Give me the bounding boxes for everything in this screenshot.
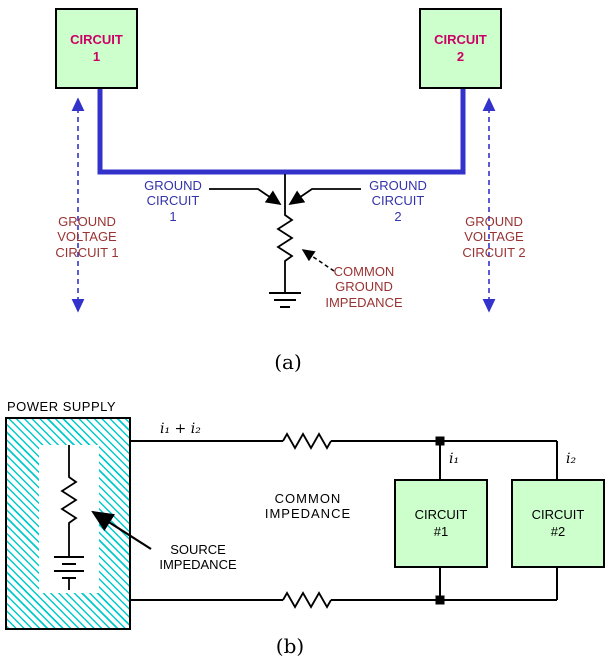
current-1-label: i₁ bbox=[449, 451, 460, 467]
junction-node-top-icon bbox=[435, 436, 445, 446]
supply-wire-bottom bbox=[131, 568, 558, 609]
source-impedance-pointer-arrow-icon bbox=[91, 510, 152, 550]
current-2-label: i₂ bbox=[566, 451, 577, 467]
ground-voltage-circuit-1-label: GROUND VOLTAGE CIRCUIT 1 bbox=[55, 214, 119, 260]
source-impedance-label: SOURCE IMPEDANCE bbox=[159, 542, 237, 573]
common-impedance-resistor-top-icon bbox=[282, 432, 332, 450]
circuit-hash1-box: CIRCUIT #1 bbox=[394, 479, 488, 568]
ground-circuit-2-label: GROUND CIRCUIT 2 bbox=[369, 178, 427, 224]
battery-icon bbox=[54, 556, 84, 590]
power-supply-label: POWER SUPPLY bbox=[7, 399, 117, 414]
common-ground-impedance-resistor-icon bbox=[276, 174, 294, 293]
junction-node-bottom-icon bbox=[435, 595, 445, 605]
circuit-1-label: CIRCUIT 1 bbox=[70, 31, 123, 64]
common-impedance-label: COMMON IMPEDANCE bbox=[264, 491, 352, 522]
common-ground-impedance-label: COMMON GROUND IMPEDANCE bbox=[325, 264, 403, 310]
ground-voltage-circuit-2-label: GROUND VOLTAGE CIRCUIT 2 bbox=[462, 214, 526, 260]
ground-current-arrow-2-icon bbox=[288, 188, 361, 206]
ground-symbol-icon bbox=[269, 292, 301, 308]
circuit-hash2-box: CIRCUIT #2 bbox=[511, 479, 605, 568]
source-impedance-resistor-icon bbox=[60, 445, 78, 556]
caption-b: (b) bbox=[275, 634, 305, 658]
blue-ground-bus bbox=[97, 89, 466, 175]
common-impedance-resistor-bottom-icon bbox=[282, 591, 332, 609]
current-sum-label: i₁ + i₂ bbox=[160, 421, 201, 437]
circuit-2-box: CIRCUIT 2 bbox=[419, 8, 502, 89]
circuit-hash2-label: CIRCUIT #2 bbox=[531, 506, 585, 539]
common-ground-impedance-pointer-arrow-icon bbox=[301, 249, 335, 272]
supply-wire-top bbox=[131, 432, 558, 479]
ground-circuit-1-label: GROUND CIRCUIT 1 bbox=[144, 178, 202, 224]
ground-current-arrow-1-icon bbox=[209, 188, 282, 206]
caption-a: (a) bbox=[274, 350, 302, 374]
circuit-2-label: CIRCUIT 2 bbox=[434, 31, 487, 64]
circuit-hash1-label: CIRCUIT #1 bbox=[414, 506, 468, 539]
circuit-1-box: CIRCUIT 1 bbox=[55, 8, 138, 89]
